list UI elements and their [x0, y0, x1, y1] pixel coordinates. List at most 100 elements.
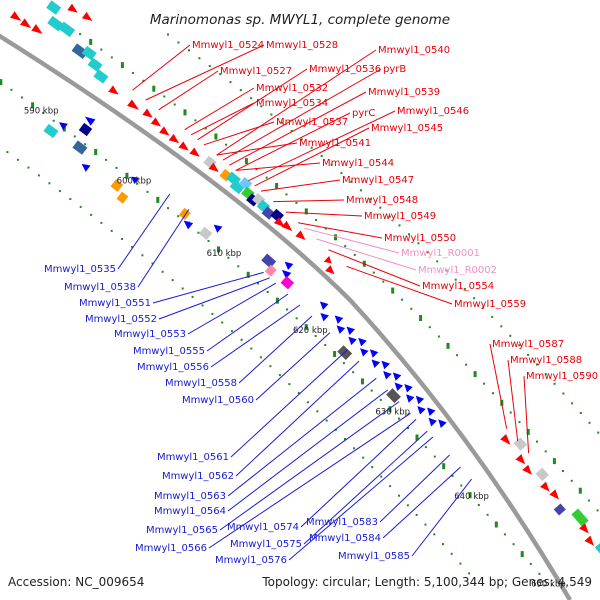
gene-label: Mmwyl1_0545 — [371, 123, 443, 134]
tick-dot — [415, 434, 419, 441]
tick-dot — [307, 401, 310, 404]
tick-dot — [468, 572, 471, 575]
tick-dot — [173, 103, 176, 106]
tick-dot — [250, 347, 253, 350]
gene-label: Mmwyl1_0587 — [492, 339, 564, 350]
gene-label: Mmwyl1_0547 — [342, 175, 414, 186]
tick-dot — [415, 513, 418, 516]
gene-arrow — [81, 163, 91, 172]
tick-dot — [417, 242, 420, 245]
feature-box — [46, 0, 62, 15]
tick-dot — [426, 251, 429, 254]
tick-dot — [361, 378, 364, 385]
tick-dot — [442, 543, 444, 546]
tick-dot — [286, 308, 289, 311]
gene-arrow — [334, 315, 344, 324]
tick-dot — [290, 130, 293, 132]
gene-label: Mmwyl1_0550 — [384, 233, 456, 244]
tick-dot — [419, 315, 423, 321]
leader-line — [190, 102, 255, 136]
tick-dot — [244, 158, 248, 165]
tick-dot — [372, 271, 375, 274]
gene-arrow — [281, 220, 293, 232]
leader-line — [227, 377, 377, 497]
tick-dot — [131, 72, 134, 74]
feature-box — [264, 264, 277, 277]
tick-dot — [483, 382, 486, 385]
feature-box — [71, 43, 89, 59]
tick-dot — [110, 56, 113, 59]
gene-label: Mmwyl1_0588 — [510, 355, 582, 366]
gene-arrow — [84, 116, 96, 126]
leader-line — [248, 110, 396, 182]
gene-label: Mmwyl1_0549 — [364, 211, 436, 222]
tick-dot — [388, 215, 391, 218]
gene-arrow — [428, 417, 437, 427]
gene-label: Mmwyl1_0562 — [162, 471, 234, 482]
tick-dot — [382, 280, 385, 283]
gene-label: Mmwyl1_0561 — [157, 452, 229, 463]
tick-dot — [353, 447, 356, 450]
tick-dot — [491, 315, 494, 318]
leader-line — [210, 304, 301, 368]
tick-dot — [325, 419, 328, 422]
gene-arrow — [500, 434, 511, 445]
tick-dot — [492, 392, 494, 395]
tick-dot — [161, 270, 164, 273]
gene-arrow — [394, 382, 404, 392]
feature-box — [78, 122, 93, 137]
gene-label: Mmwyl1_0540 — [378, 45, 450, 56]
leader-line — [316, 238, 417, 271]
gene-label: Mmwyl1_0544 — [322, 158, 394, 169]
gene-label: Mmwyl1_0583 — [306, 517, 378, 528]
tick-dot — [456, 354, 459, 357]
tick-dot — [275, 183, 279, 189]
feature-box — [513, 437, 528, 451]
leader-line — [152, 271, 264, 304]
tick-dot — [257, 282, 259, 285]
leader-line — [208, 412, 411, 549]
tick-dot — [544, 450, 547, 453]
tick-dot — [482, 306, 485, 309]
tick-dot — [310, 146, 313, 149]
tick-dot — [486, 513, 489, 516]
feature-box — [238, 176, 253, 191]
tick-dot — [571, 402, 574, 405]
tick-dot — [460, 484, 463, 487]
tick-dot — [275, 297, 279, 304]
tick-dot — [570, 479, 573, 482]
gene-arrow — [579, 523, 589, 534]
gene-label: Mmwyl1_0524 — [192, 40, 264, 51]
tick-dot — [84, 143, 87, 146]
tick-dot — [463, 287, 466, 290]
gene-arrow — [539, 481, 550, 492]
leader-line — [203, 121, 275, 146]
gene-label: Mmwyl1_0546 — [397, 106, 469, 117]
tick-dot — [352, 371, 355, 374]
tick-dot — [163, 95, 166, 98]
tick-dot — [509, 334, 512, 337]
tick-dot — [188, 49, 190, 52]
gene-arrow — [358, 337, 367, 347]
gene-arrow — [348, 336, 357, 346]
tick-dot — [316, 410, 319, 413]
gene-label: Mmwyl1_0555 — [133, 346, 205, 357]
genome-summary-text: Topology: circular; Length: 5,100,344 bp… — [261, 575, 592, 589]
kbp-label: 630 kbp — [375, 407, 410, 417]
gene-arrow — [427, 407, 436, 417]
tick-dot — [379, 398, 382, 401]
feature-box — [58, 21, 76, 38]
tick-dot — [353, 253, 356, 256]
tick-dot — [389, 485, 392, 488]
tick-dot — [225, 143, 228, 146]
gene-arrow — [108, 85, 119, 95]
tick-dot — [0, 79, 3, 86]
feature-box — [116, 191, 129, 204]
gene-label: Mmwyl1_R0001 — [401, 248, 480, 259]
leader-line — [260, 179, 341, 192]
tick-dot — [265, 176, 268, 179]
tick-dot — [408, 233, 410, 236]
feature-box — [198, 226, 213, 241]
tick-dot — [280, 121, 283, 124]
gene-arrow — [392, 372, 402, 381]
